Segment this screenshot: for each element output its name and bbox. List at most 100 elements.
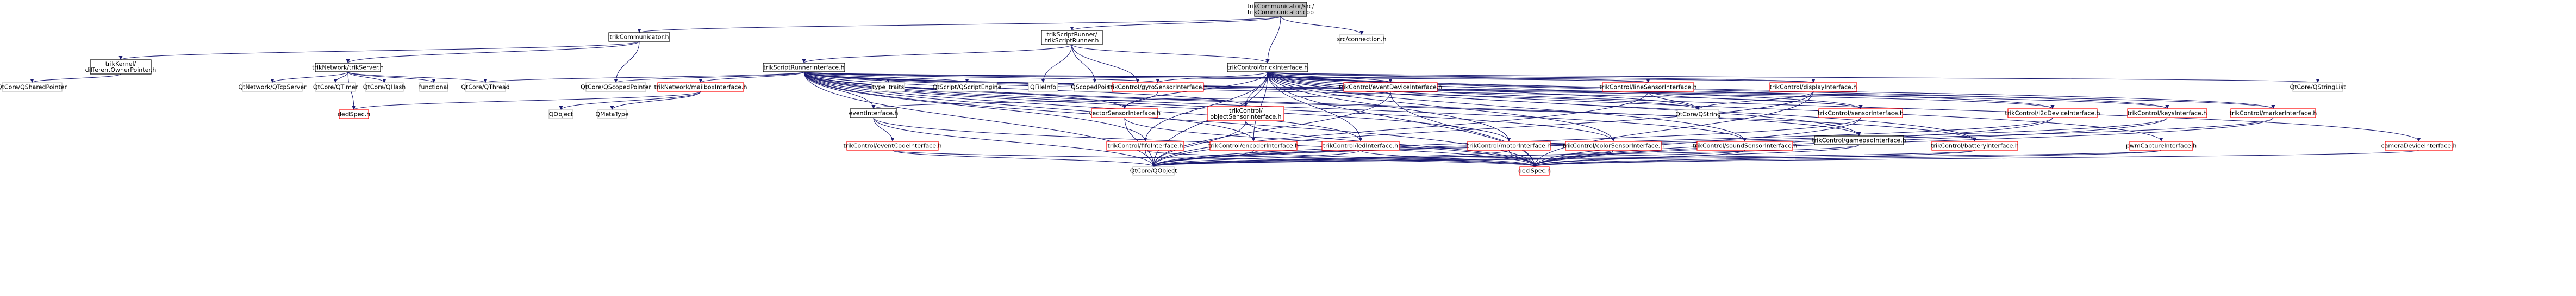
dependency-edge xyxy=(614,71,804,83)
node-label: QMetaType xyxy=(595,111,628,118)
node-box xyxy=(1321,141,1400,151)
file-node-triknetwork-mailboxinterface-h[interactable]: trikNetwork/mailboxInterface.h xyxy=(654,82,747,92)
dependency-edge xyxy=(1151,91,1814,167)
node-label: type_traits xyxy=(872,84,905,91)
node-label: trikControl/motorInterface.h xyxy=(1467,143,1551,150)
file-node-root[interactable]: trikCommunicator/src/trikCommunicator.cp… xyxy=(1248,2,1314,17)
dependency-edge xyxy=(1532,144,1860,167)
dependency-edge xyxy=(871,91,1391,109)
dependency-edge xyxy=(1267,71,1393,83)
dependency-edge xyxy=(1267,71,1700,110)
dependency-edge xyxy=(873,117,895,142)
node-box xyxy=(1343,82,1438,92)
node-label: QtCore/QStringList xyxy=(2290,84,2347,91)
dependency-edge xyxy=(1696,91,1814,110)
file-node-trikcontrol-markerinterface-h[interactable]: trikControl/markerInterface.h xyxy=(2230,108,2317,118)
file-node-cameradeviceinterface-h[interactable]: cameraDeviceInterface.h xyxy=(2381,141,2457,151)
dependency-edge xyxy=(614,41,640,83)
dependency-edge xyxy=(1648,91,1700,110)
node-label: trikKernel/differentOwnerPointer.h xyxy=(85,60,157,73)
file-node-trikcontrol-ledinterface-h[interactable]: trikControl/ledInterface.h xyxy=(1321,141,1400,151)
node-box xyxy=(1112,82,1204,92)
dependency-edge xyxy=(803,71,1160,83)
file-node-trikcontrol-fifointerface-h[interactable]: trikControl/fifoInterface.h xyxy=(1106,141,1184,151)
node-label: trikControl/objectSensorInterface.h xyxy=(1210,107,1281,120)
node-box xyxy=(1339,34,1384,44)
file-node-vectorsensorinterface-h[interactable]: vectorSensorInterface.h xyxy=(1089,108,1161,118)
file-node-trikcontrol-motorinterface-h[interactable]: trikControl/motorInterface.h xyxy=(1467,141,1551,151)
file-node-trikcontrol-i2cdeviceinterface-h[interactable]: trikControl/i2cDeviceInterface.h xyxy=(2005,108,2100,118)
file-node-trikcontrol-batteryinterface-h[interactable]: trikControl/batteryInterface.h xyxy=(1931,141,2019,151)
file-nodes: trikCommunicator/src/trikCommunicator.cp… xyxy=(0,2,2457,176)
dependency-edge xyxy=(1151,150,1361,167)
dependency-edge xyxy=(803,71,2169,109)
dependency-edge xyxy=(559,91,701,110)
node-label: trikCommunicator.h xyxy=(610,34,669,41)
file-node-trikcontrol-eventdeviceinterface-h[interactable]: trikControl/eventDeviceInterface.h xyxy=(1339,82,1442,92)
dependency-edge xyxy=(803,71,1147,142)
dependency-edge xyxy=(802,44,1072,64)
dependency-edge xyxy=(1267,71,1616,142)
file-node-declspec-h-top[interactable]: declSpec.h xyxy=(338,109,370,119)
dependency-edge xyxy=(803,71,2275,109)
file-node-trikscriptrunnerinterface-h[interactable]: trikScriptRunnerInterface.h xyxy=(763,63,845,72)
file-node-trikcontrol-gyrosensorinterface-h[interactable]: trikControl/gyroSensorInterface.h xyxy=(1108,82,1208,92)
node-label: eventInterface.h xyxy=(849,110,898,117)
node-label: trikControl/gyroSensorInterface.h xyxy=(1108,84,1208,91)
node-label: trikControl/i2cDeviceInterface.h xyxy=(2005,110,2100,117)
file-node-trikcontrol-sensorinterface-h[interactable]: trikControl/sensorInterface.h xyxy=(1818,108,1904,118)
node-label: vectorSensorInterface.h xyxy=(1089,110,1161,117)
dependency-edge xyxy=(1267,71,2421,142)
node-box xyxy=(90,59,152,75)
dependency-edge xyxy=(347,71,436,83)
file-node-trikscriptrunner-h[interactable]: trikScriptRunner/trikScriptRunner.h xyxy=(1041,30,1103,45)
node-box xyxy=(2385,141,2453,151)
dependency-edge xyxy=(1267,71,2169,109)
file-node-trikcontrol-eventcodeinterface-h[interactable]: trikControl/eventCodeInterface.h xyxy=(844,141,942,151)
file-node-trikcontrol-objectsensorinterface-h[interactable]: trikControl/objectSensorInterface.h xyxy=(1207,106,1284,121)
file-node-trikcommunicator-h[interactable]: trikCommunicator.h xyxy=(608,32,670,42)
file-node-trikcontrol-encoderinterface-h[interactable]: trikControl/encoderInterface.h xyxy=(1208,141,1299,151)
node-box xyxy=(597,109,627,119)
node-box xyxy=(2,82,63,92)
file-node-trikcontrol-soundsensorinterface-h[interactable]: trikControl/soundSensorInterface.h xyxy=(1693,141,1798,151)
dependency-edge xyxy=(1267,71,1861,137)
node-label: trikControl/markerInterface.h xyxy=(2230,110,2317,117)
node-label: QtCore/QThread xyxy=(461,84,509,91)
node-label: trikControl/sensorInterface.h xyxy=(1818,110,1904,117)
file-node-trikcontrol-keysinterface-h[interactable]: trikControl/keysInterface.h xyxy=(2127,108,2207,118)
node-box xyxy=(2129,141,2193,151)
file-node-trikcontrol-brickinterface-h[interactable]: trikControl/brickInterface.h xyxy=(1227,63,1308,72)
node-label: QtCore/QTimer xyxy=(313,84,358,91)
file-node-qtscript-qscriptengine: QtScript/QScriptEngine xyxy=(933,82,1002,92)
file-node-declspec-h[interactable]: declSpec.h xyxy=(1518,166,1551,176)
node-box xyxy=(1254,2,1307,17)
file-node-trikcontrol-displayinterface-h[interactable]: trikControl/displayInterface.h xyxy=(1769,82,1857,92)
node-box xyxy=(585,82,646,92)
file-node-trikkernel-differentownerpointer-h[interactable]: trikKernel/differentOwnerPointer.h xyxy=(85,59,157,75)
dependency-edge xyxy=(1152,150,1745,167)
dependency-edge xyxy=(803,71,1363,142)
file-node-triknetwork-trikserver-h[interactable]: trikNetwork/trikServer.h xyxy=(312,63,384,72)
file-node-trikcontrol-colorsensorinterface-h[interactable]: trikControl/colorSensorInterface.h xyxy=(1563,141,1664,151)
dependency-edge xyxy=(892,150,1156,167)
file-node-trikcontrol-linesensorinterface-h[interactable]: trikControl/lineSensorInterface.h xyxy=(1599,82,1697,92)
node-box xyxy=(1602,82,1694,92)
dependency-edge xyxy=(1532,117,2053,167)
node-box xyxy=(315,63,381,72)
dependency-edge xyxy=(1533,150,2419,167)
file-node-eventinterface-h[interactable]: eventInterface.h xyxy=(849,108,899,118)
file-node-src-connection-h: src/connection.h xyxy=(1337,34,1386,44)
dependency-edge xyxy=(30,73,121,83)
node-label: cameraDeviceInterface.h xyxy=(2381,143,2457,150)
file-node-qtcore-qhash: QtCore/QHash xyxy=(363,82,406,92)
node-box xyxy=(548,109,573,119)
node-box xyxy=(850,108,897,118)
dependency-edge xyxy=(1151,144,1860,167)
file-node-trikcontrol-gamepadinterface-h[interactable]: trikControl/gamepadInterface.h xyxy=(1812,135,1906,145)
file-node-pwmcaptureinterface-h[interactable]: pwmCaptureInterface.h xyxy=(2126,141,2197,151)
node-box xyxy=(1041,30,1103,45)
file-node-qobject: QObject xyxy=(548,109,573,119)
node-box xyxy=(465,82,506,92)
dependency-edge xyxy=(803,71,1511,142)
